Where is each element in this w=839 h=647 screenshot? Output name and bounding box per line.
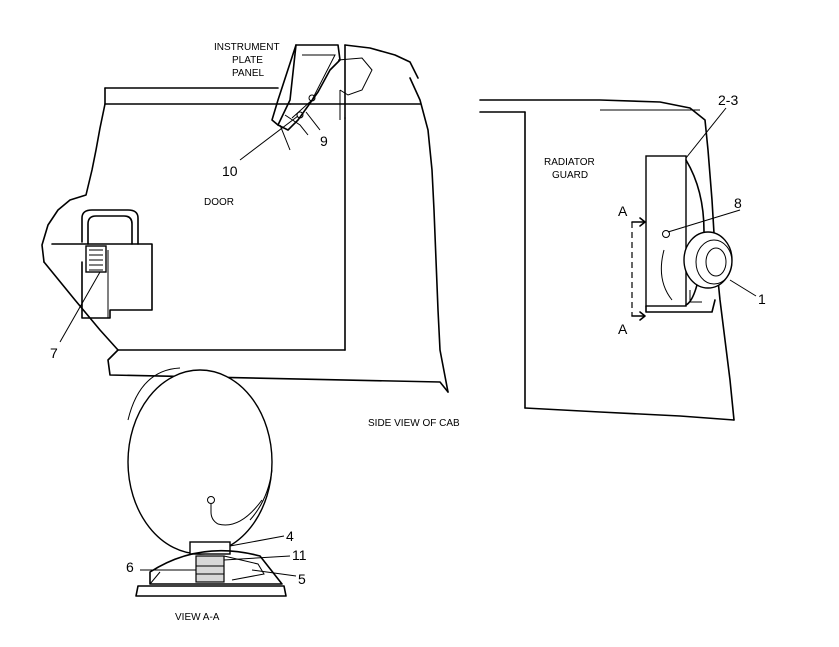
callout-4: 4 <box>286 528 294 544</box>
callout-6: 6 <box>126 559 134 575</box>
section-a-bottom: A <box>618 321 628 337</box>
callout-8: 8 <box>734 195 742 211</box>
instrument-plate-panel <box>271 44 373 151</box>
cab-body <box>41 44 449 393</box>
door-label: DOOR <box>204 197 234 208</box>
door-handle-assembly <box>51 209 153 319</box>
side-view-label: SIDE VIEW OF CAB <box>368 418 460 429</box>
instrument-label-2: PLATE <box>232 55 263 66</box>
callout-9: 9 <box>320 133 328 149</box>
radiator-label-1: RADIATOR <box>544 157 595 168</box>
section-a-top: A <box>618 203 628 219</box>
callout-7: 7 <box>50 345 58 361</box>
callout-numbers: 1 2-3 4 5 6 7 8 9 10 11 <box>50 92 766 587</box>
callout-11: 11 <box>292 547 307 563</box>
instrument-label-3: PANEL <box>232 68 264 79</box>
callout-2-3: 2-3 <box>718 92 738 108</box>
callout-10: 10 <box>222 163 238 179</box>
view-aa-detail <box>127 367 287 597</box>
view-aa-label: VIEW A-A <box>175 612 220 623</box>
callout-1: 1 <box>758 291 766 307</box>
radiator-guard <box>479 99 735 421</box>
leader-lines <box>59 107 757 577</box>
section-line-aa <box>631 217 646 321</box>
labels: INSTRUMENT PLATE PANEL DOOR RADIATOR GUA… <box>175 42 628 623</box>
radiator-label-2: GUARD <box>552 170 588 181</box>
instrument-label-1: INSTRUMENT <box>214 42 280 53</box>
callout-5: 5 <box>298 571 306 587</box>
mirror-side-view <box>645 155 733 313</box>
